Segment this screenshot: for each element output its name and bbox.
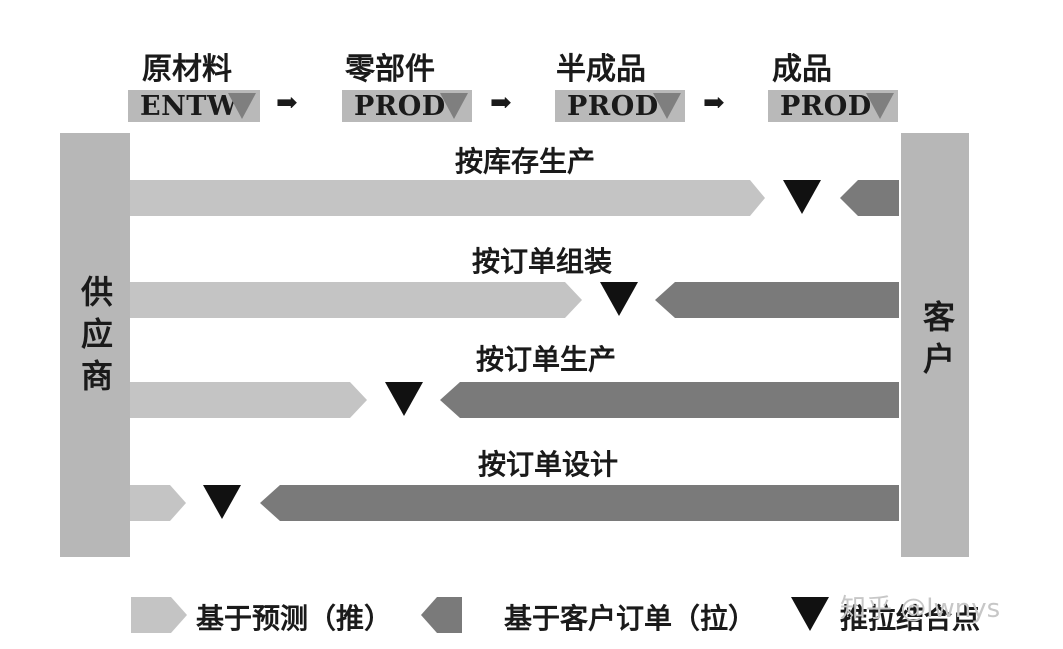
stage-code-finished: PROD	[780, 90, 872, 122]
pull-arrow	[260, 485, 899, 521]
supplier-bar	[60, 133, 130, 557]
push-arrow	[130, 382, 367, 418]
lane-title-mto: 按订单生产	[476, 343, 617, 376]
legend-push-icon	[131, 597, 187, 633]
watermark: 知乎 @lwnys	[840, 594, 1001, 624]
decoupling-point-icon	[600, 282, 638, 316]
decoupling-point-icon	[783, 180, 821, 214]
push-arrow	[130, 282, 582, 318]
lane-title-mts: 按库存生产	[455, 145, 596, 178]
stage-badge-parts: PROD	[342, 90, 472, 122]
customer-bar	[901, 133, 969, 557]
stage-marker-icon	[866, 93, 894, 119]
stage-label-finished: 成品	[772, 52, 832, 87]
stage-label-raw: 原材料	[142, 52, 232, 87]
flow-arrow-icon: ➡	[490, 88, 512, 118]
supplier-label: 供应商	[76, 275, 114, 401]
legend-push-label: 基于预测（推）	[196, 602, 393, 635]
stage-marker-icon	[440, 93, 468, 119]
legend-pull-icon	[421, 597, 462, 633]
lane-title-ato: 按订单组装	[472, 245, 613, 278]
stage-marker-icon	[653, 93, 681, 119]
stage-code-semi: PROD	[567, 90, 659, 122]
flow-arrow-icon: ➡	[703, 88, 725, 118]
pull-arrow	[440, 382, 899, 418]
push-arrow	[130, 180, 765, 216]
legend-pull-label: 基于客户订单（拉）	[504, 602, 757, 635]
legend-point-label: 推拉结合点	[840, 602, 981, 635]
pull-arrow	[655, 282, 899, 318]
stage-marker-icon	[228, 93, 256, 119]
legend-point-icon	[791, 597, 829, 631]
customer-label: 客户	[918, 300, 956, 384]
flow-arrow-icon: ➡	[276, 88, 298, 118]
push-arrow	[130, 485, 186, 521]
lane-title-eto: 按订单设计	[478, 448, 619, 481]
stage-badge-semi: PROD	[555, 90, 685, 122]
decoupling-point-icon	[203, 485, 241, 519]
stage-label-semi: 半成品	[556, 52, 646, 87]
stage-label-parts: 零部件	[345, 52, 435, 87]
stage-badge-raw: ENTW	[128, 90, 260, 122]
decoupling-point-icon	[385, 382, 423, 416]
stage-code-raw: ENTW	[140, 90, 238, 122]
stage-code-parts: PROD	[354, 90, 446, 122]
pull-arrow	[840, 180, 899, 216]
stage-badge-finished: PROD	[768, 90, 898, 122]
